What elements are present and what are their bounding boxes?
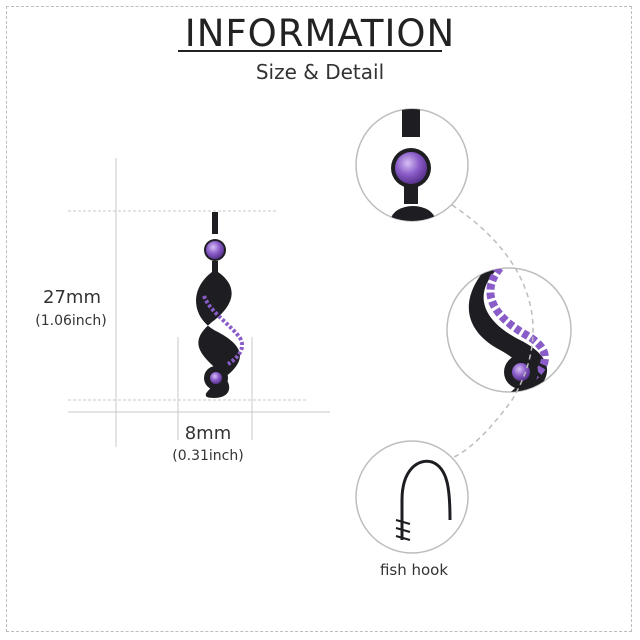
detail-circle-fish-hook — [355, 440, 469, 554]
width-inch-label: (0.31inch) — [172, 448, 244, 464]
rose-center-gem — [210, 372, 222, 384]
detail-circle-top-stone — [355, 108, 469, 222]
infinity-twist-body — [196, 272, 240, 398]
pave-stone-row — [202, 295, 245, 366]
earring-top-gem — [206, 241, 224, 259]
page-subtitle: Size & Detail — [255, 60, 385, 84]
detail-circle-twist — [446, 267, 572, 393]
fish-hook-caption: fish hook — [379, 561, 449, 579]
height-inch-label: (1.06inch) — [35, 313, 107, 329]
width-mm-label: 8mm — [184, 423, 232, 444]
earring-hook-stem — [212, 212, 218, 234]
dashed-border-frame — [6, 6, 632, 632]
title-underline — [178, 50, 442, 52]
page-title: INFORMATION — [184, 12, 456, 55]
earring-main — [196, 212, 245, 398]
measurement-guides — [68, 158, 330, 447]
height-mm-label: 27mm — [43, 287, 101, 308]
earring-link — [212, 261, 218, 273]
